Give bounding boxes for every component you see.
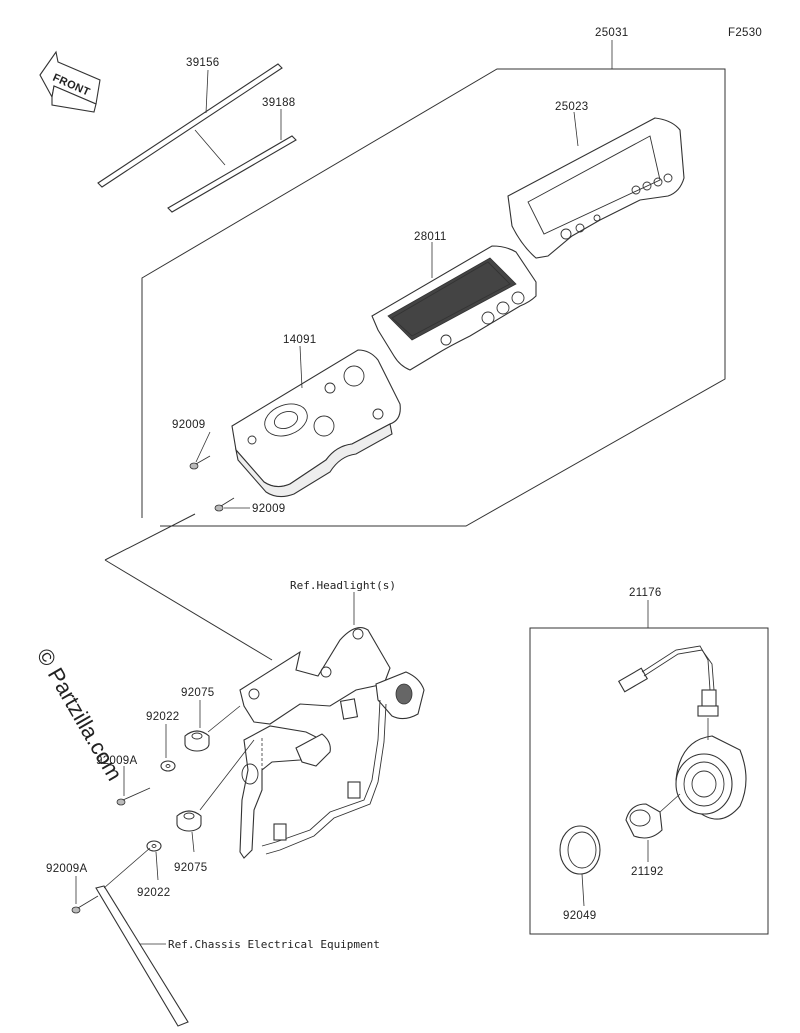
label-92009-upper: 92009	[172, 419, 205, 431]
label-25023: 25023	[555, 101, 588, 113]
assembly-frame-25031	[104, 40, 726, 661]
watermark-text: © Partzilla.com	[32, 644, 128, 785]
chassis-rod	[95, 847, 189, 1027]
label-39188: 39188	[262, 97, 295, 109]
figure-code: F2530	[728, 27, 762, 39]
ref-chassis-label: Ref.Chassis Electrical Equipment	[168, 938, 380, 951]
ref-headlight-label: Ref.Headlight(s)	[290, 579, 396, 592]
label-39156: 39156	[186, 57, 219, 69]
gear-21192	[625, 793, 681, 862]
grommet-92075-lower	[176, 739, 255, 853]
lens-film-39156	[97, 63, 283, 188]
label-92022-upper: 92022	[146, 711, 179, 723]
meter-case-14091	[231, 345, 401, 498]
label-21192: 21192	[631, 866, 664, 878]
label-28011: 28011	[414, 231, 447, 243]
label-21176: 21176	[629, 587, 662, 599]
label-92075-upper: 92075	[181, 687, 214, 699]
sensor-assembly	[617, 645, 747, 820]
washer-92022-upper	[160, 724, 176, 772]
strip-39188	[167, 109, 297, 213]
label-92075-lower: 92075	[174, 862, 207, 874]
label-92009A-lower: 92009A	[46, 863, 87, 875]
label-92022-lower: 92022	[137, 887, 170, 899]
meter-bracket	[239, 627, 425, 859]
meter-unit-28011	[371, 242, 537, 371]
grommet-92075-upper	[184, 700, 241, 752]
label-92009-lower: 92009	[252, 503, 285, 515]
bolt-92009A-upper	[116, 766, 151, 806]
label-25031: 25031	[595, 27, 628, 39]
bolt-92009A-lower	[71, 876, 99, 914]
meter-cover-25023	[507, 111, 685, 259]
label-14091: 14091	[283, 334, 316, 346]
seal-92049	[559, 825, 601, 907]
front-arrow-icon: FRONT	[39, 50, 101, 113]
label-92049: 92049	[563, 910, 596, 922]
label-92009A-upper: 92009A	[96, 755, 137, 767]
washer-92022-lower	[146, 840, 162, 881]
screw-92009-upper	[189, 431, 211, 470]
screw-92009-lower	[214, 497, 250, 512]
sensor-frame-21176	[529, 600, 769, 935]
